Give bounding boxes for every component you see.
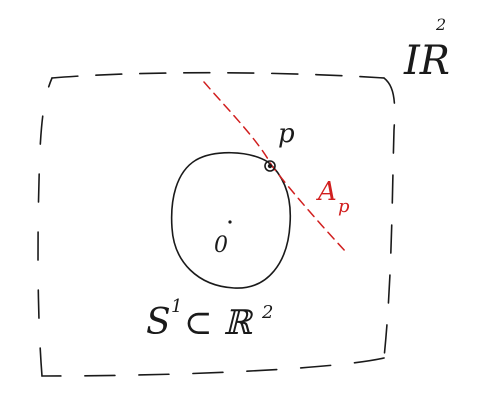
circle-label-sup1: 1 xyxy=(171,296,182,317)
plane-bottom-edge xyxy=(41,357,385,377)
origin-label: 0 xyxy=(214,233,228,258)
origin-marker: 0 xyxy=(214,220,232,258)
tangent-label-subscript: p xyxy=(338,196,350,217)
space-label-text: IR xyxy=(403,38,450,84)
tangent-label: A p xyxy=(316,177,350,217)
circle-label-subset: ⊂ ℝ xyxy=(184,303,254,343)
unit-circle xyxy=(170,151,292,289)
point-p-dot xyxy=(267,163,273,169)
origin-dot xyxy=(228,220,232,224)
circle-label-sup2: 2 xyxy=(261,302,273,323)
plane-boundary xyxy=(37,71,396,377)
point-p-label: p xyxy=(278,119,295,149)
plane-left-edge xyxy=(37,77,53,377)
plane-right-edge xyxy=(383,77,396,359)
space-label: IR 2 xyxy=(403,15,450,84)
point-p-marker xyxy=(264,160,276,172)
point-p-outer xyxy=(264,160,276,172)
space-label-superscript: 2 xyxy=(435,15,446,34)
circle-label: S 1 ⊂ ℝ 2 xyxy=(146,296,273,343)
tangent-label-text: A xyxy=(316,177,337,207)
plane-top-edge xyxy=(51,71,385,79)
circle-label-s: S xyxy=(146,302,171,343)
